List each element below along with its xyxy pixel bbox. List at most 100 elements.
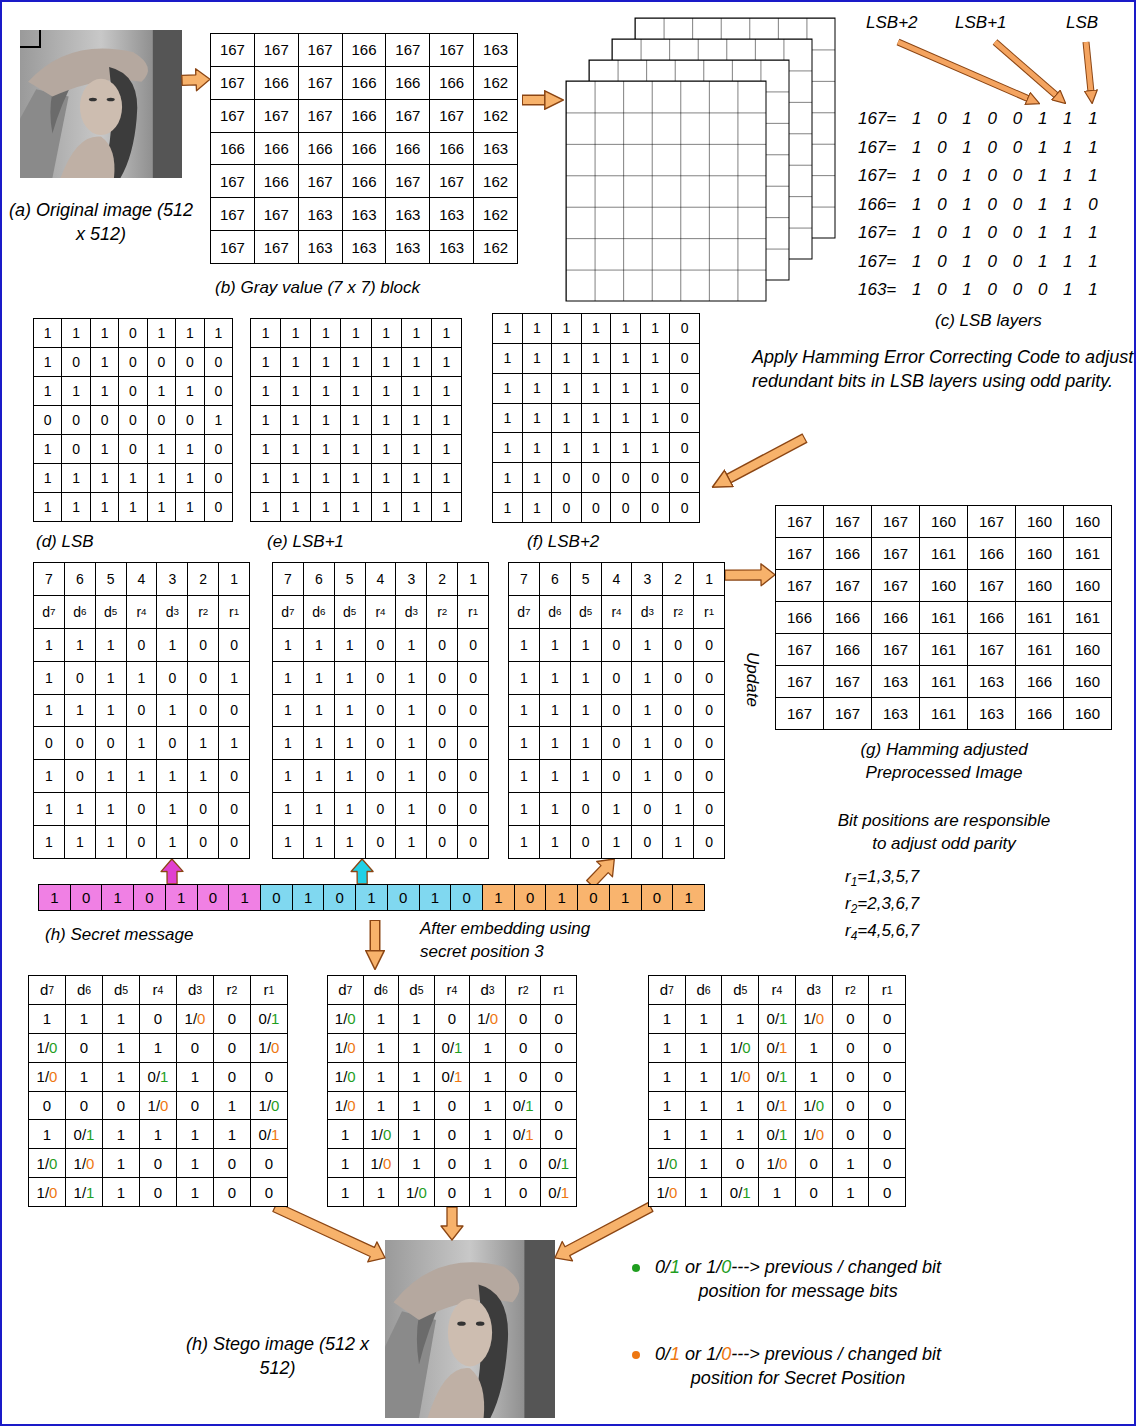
colored-bit: 1: [86, 1185, 94, 1200]
table-cell: 1: [420, 885, 451, 910]
table-cell: 1: [432, 319, 461, 347]
table-cell: 0: [458, 629, 488, 661]
subscript: 7: [50, 607, 55, 617]
table-cell: 1: [641, 314, 670, 343]
table-cell: r4: [759, 976, 795, 1004]
table-cell: 167: [968, 634, 1015, 665]
table-cell: 0/1: [541, 1149, 576, 1177]
subscript: 6: [320, 607, 325, 617]
table-cell: 162: [474, 198, 517, 230]
table-cell: 0: [602, 727, 632, 759]
table-cell: 163: [474, 133, 517, 165]
table-cell: 1: [611, 404, 640, 433]
table-cell: 167: [299, 165, 342, 197]
annotation-text: 167= 1 0 1 0 0 1 1 1: [858, 222, 1098, 245]
table-cell: 1: [694, 563, 724, 595]
table-cell: 161: [1016, 602, 1063, 633]
table-cell: 0: [694, 629, 724, 661]
colored-bit: 0: [271, 1098, 279, 1113]
table-cell: 1: [176, 493, 203, 521]
table-cell: 167: [255, 231, 298, 263]
annotation-text: (h) Secret message: [45, 924, 193, 947]
table-cell: 167: [211, 67, 254, 99]
table-cell: 1/0: [328, 1034, 363, 1062]
table-cell: 163: [430, 231, 473, 263]
table-cell: 1: [335, 695, 365, 727]
table-cell: 1: [722, 1120, 758, 1148]
colored-bit: 0: [721, 1344, 731, 1364]
table-cell: 1: [176, 435, 203, 463]
table-cell: 166: [1016, 698, 1063, 729]
table-cell: 0: [366, 629, 396, 661]
table-cell: 1: [91, 464, 118, 492]
table-cell: 1: [523, 463, 552, 492]
table-cell: 0/1: [140, 1063, 176, 1091]
table-cell: 1: [148, 377, 175, 405]
table-cell: 0: [506, 1063, 541, 1091]
table-cell: 7: [509, 563, 539, 595]
table-cell: 0/1: [435, 1034, 470, 1062]
embedded-table: d7d6d5r4d3r2r111101/000/11/0011001/01/01…: [28, 975, 288, 1207]
table-cell: 1: [540, 695, 570, 727]
table-cell: 7: [34, 563, 64, 595]
table-cell: 1: [509, 793, 539, 825]
table-cell: 1: [470, 1092, 505, 1120]
colored-bit: 1: [160, 1069, 168, 1084]
table-cell: 1: [281, 319, 310, 347]
table-cell: 0: [663, 727, 693, 759]
table-cell: 166: [255, 165, 298, 197]
annotation-text: 166= 1 0 1 0 0 1 1 0: [858, 194, 1098, 217]
table-cell: 1: [304, 695, 334, 727]
table-cell: 166: [343, 165, 386, 197]
table-cell: 0/1: [541, 1178, 576, 1206]
table-cell: d7: [273, 596, 303, 628]
colored-bit: 1: [86, 1127, 94, 1142]
table-cell: r2: [214, 976, 250, 1004]
table-cell: 0: [177, 1092, 213, 1120]
table-cell: 167: [211, 165, 254, 197]
table-cell: 0: [694, 695, 724, 727]
colored-bit: 0: [383, 1156, 391, 1171]
table-cell: 1: [509, 760, 539, 792]
table-cell: 1: [62, 377, 89, 405]
subscript: 6: [705, 985, 711, 996]
colored-bit: 1: [454, 1040, 462, 1055]
table-cell: 0: [694, 662, 724, 694]
table-cell: 1: [540, 727, 570, 759]
table-cell: 166: [968, 602, 1015, 633]
table-cell: 1: [372, 493, 401, 521]
table-cell: 0: [34, 727, 64, 759]
colored-bit: 0: [197, 1011, 205, 1026]
table-cell: 1: [273, 826, 303, 858]
table-cell: 1: [649, 1120, 685, 1148]
table-cell: 1/0: [328, 1005, 363, 1033]
table-cell: 167: [776, 538, 823, 569]
table-cell: 160: [1016, 538, 1063, 569]
table-cell: 1: [166, 885, 197, 910]
table-cell: 0: [261, 885, 292, 910]
colored-bit: 0: [347, 1011, 355, 1026]
table-cell: 0: [571, 793, 601, 825]
table-cell: 0: [602, 695, 632, 727]
table-cell: 1: [470, 1120, 505, 1148]
subscript: 3: [196, 985, 202, 996]
legend-text: 0/1 or 1/0---> previous / changed bit po…: [648, 1342, 948, 1391]
table-cell: 1: [251, 435, 280, 463]
table-cell: 0: [140, 1005, 176, 1033]
table-cell: 1: [103, 1120, 139, 1148]
table-cell: 167: [430, 100, 473, 132]
table-cell: d6: [66, 976, 102, 1004]
table-cell: 163: [872, 698, 919, 729]
table-cell: 1: [602, 826, 632, 858]
table-cell: 160: [1064, 666, 1111, 697]
table-cell: 0: [127, 826, 157, 858]
table-cell: 1: [304, 662, 334, 694]
table-cell: 1: [611, 374, 640, 403]
table-cell: 1: [304, 629, 334, 661]
table-cell: 6: [540, 563, 570, 595]
table-cell: 0: [91, 406, 118, 434]
table-cell: 1: [102, 885, 133, 910]
adjusted-image-table: 1671671671601671601601671661671611661601…: [775, 505, 1112, 730]
annotation-text: (c) LSB layers: [935, 310, 1042, 333]
table-cell: 166: [776, 602, 823, 633]
